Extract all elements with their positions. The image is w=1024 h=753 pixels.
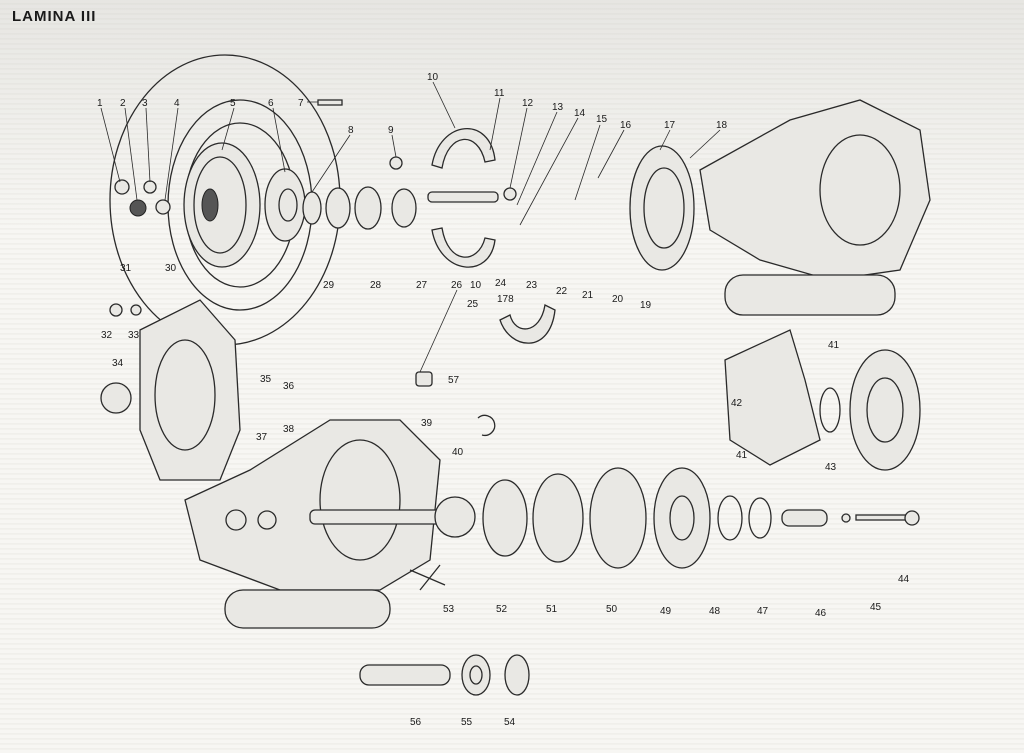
callout-11: 11	[494, 88, 505, 99]
callout-42: 42	[731, 398, 743, 409]
layshaft-parts	[359, 654, 530, 696]
callout-25: 25	[467, 299, 479, 310]
callout-20: 20	[612, 294, 624, 305]
callout-labels: 1 2 3 4 5 6 7 8 9 10 11 12 13 14 15 16 1…	[97, 72, 910, 728]
callout-40: 40	[452, 447, 464, 458]
callout-7: 7	[298, 98, 304, 109]
callout-178: 178	[497, 294, 514, 305]
callout-39: 39	[421, 418, 433, 429]
callout-36: 36	[283, 381, 295, 392]
shift-cross	[409, 564, 446, 591]
callout-50: 50	[606, 604, 618, 615]
callout-8: 8	[348, 125, 354, 136]
callout-22: 22	[556, 286, 568, 297]
callout-41-bottom: 41	[736, 450, 748, 461]
callout-4: 4	[174, 98, 180, 109]
callout-10-top: 10	[427, 72, 439, 83]
leader-lines	[100, 81, 721, 373]
callout-5: 5	[230, 98, 236, 109]
callout-49: 49	[660, 606, 672, 617]
callout-34: 34	[112, 358, 124, 369]
callout-15: 15	[596, 114, 608, 125]
gear-cluster	[482, 467, 711, 569]
page-title: LAMINA III	[12, 8, 97, 25]
engine-casing-right	[699, 99, 931, 316]
callout-32: 32	[101, 330, 113, 341]
callout-1: 1	[97, 98, 103, 109]
callout-31: 31	[120, 263, 132, 274]
rings-bushing-bolt	[717, 495, 920, 541]
callout-43: 43	[825, 462, 837, 473]
callout-13: 13	[552, 102, 564, 113]
callout-44: 44	[898, 574, 910, 585]
callout-6: 6	[268, 98, 274, 109]
callout-28: 28	[370, 280, 382, 291]
brake-lining	[499, 304, 556, 344]
callout-57: 57	[448, 375, 460, 386]
callout-56: 56	[410, 717, 422, 728]
callout-35: 35	[260, 374, 272, 385]
callout-52: 52	[496, 604, 508, 615]
callout-19: 19	[640, 300, 652, 311]
nuts-washers-1-4	[114, 179, 171, 217]
callout-2: 2	[120, 98, 126, 109]
callout-37: 37	[256, 432, 268, 443]
callout-54: 54	[504, 717, 516, 728]
callout-10-bottom: 10	[470, 280, 482, 291]
main-shaft	[309, 496, 476, 538]
callout-47: 47	[757, 606, 769, 617]
callout-12: 12	[522, 98, 534, 109]
small-parts	[109, 99, 517, 531]
callout-51: 51	[546, 604, 558, 615]
callout-26: 26	[451, 280, 463, 291]
engine-casing-left	[184, 419, 441, 629]
callout-27: 27	[416, 280, 428, 291]
selector-assembly	[724, 329, 921, 471]
callout-9: 9	[388, 125, 394, 136]
callout-14: 14	[574, 108, 586, 119]
callout-30: 30	[165, 263, 177, 274]
callout-18: 18	[716, 120, 728, 131]
callout-38: 38	[283, 424, 295, 435]
callout-29: 29	[323, 280, 335, 291]
callout-46: 46	[815, 608, 827, 619]
bearings-27-29	[302, 186, 417, 230]
clutch-cover	[100, 299, 241, 481]
callout-16: 16	[620, 120, 632, 131]
brake-drum	[183, 142, 261, 268]
callout-53: 53	[443, 604, 455, 615]
brake-shoes	[427, 128, 499, 268]
hub-flange	[264, 168, 306, 242]
callout-33: 33	[128, 330, 140, 341]
brake-plate	[629, 145, 695, 271]
callout-17: 17	[664, 120, 676, 131]
callout-3: 3	[142, 98, 148, 109]
callout-24: 24	[495, 278, 507, 289]
callout-48: 48	[709, 606, 721, 617]
callout-21: 21	[582, 290, 594, 301]
callout-45: 45	[870, 602, 882, 613]
callout-23: 23	[526, 280, 538, 291]
callout-41-top: 41	[828, 340, 840, 351]
callout-55: 55	[461, 717, 473, 728]
